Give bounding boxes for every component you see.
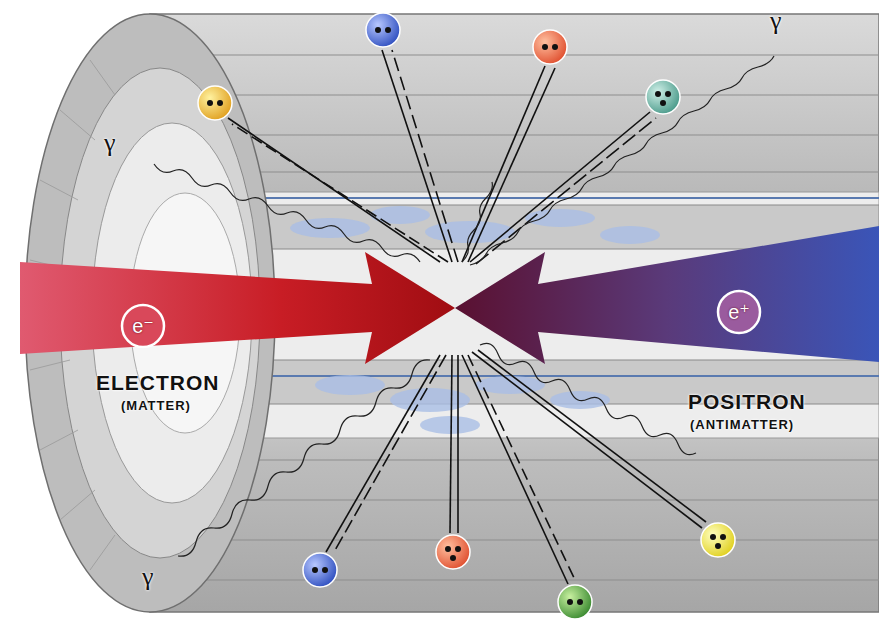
quark-dots xyxy=(445,546,451,552)
particle-tracks xyxy=(334,355,446,552)
detector-body xyxy=(210,134,879,135)
particle-tracks xyxy=(478,350,706,522)
particle-balls xyxy=(646,80,680,114)
circle-shape xyxy=(122,305,164,347)
beam-arrows xyxy=(20,252,455,364)
quark-dots xyxy=(312,567,318,573)
particle-balls xyxy=(558,585,592,619)
quark-dots xyxy=(375,27,381,33)
particle-tracks xyxy=(392,50,458,262)
particle-tracks xyxy=(232,124,448,262)
particle-kind: (ANTIMATTER) xyxy=(690,417,794,432)
particle-balls xyxy=(436,535,470,569)
gamma-label: γ xyxy=(104,128,116,158)
gamma-waves xyxy=(462,182,492,262)
particle-tracks xyxy=(468,355,576,582)
detector-body xyxy=(210,499,879,500)
quark-dots xyxy=(665,91,671,97)
inner-tracker-swirls xyxy=(525,209,595,227)
positron-circle: e⁺ xyxy=(716,289,762,335)
particle-tracks xyxy=(470,112,650,262)
gamma-label: γ xyxy=(142,562,154,592)
particle-balls xyxy=(198,86,232,120)
inner-tracker-swirls xyxy=(290,218,370,238)
end-cap xyxy=(90,60,115,95)
quark-dots xyxy=(207,100,213,106)
particle-tracks xyxy=(468,68,555,262)
quark-dots xyxy=(710,534,716,540)
detector-body xyxy=(200,94,879,95)
inner-tracker-swirls xyxy=(425,221,515,243)
inner-tracker-swirls xyxy=(600,226,660,244)
particle-name: ELECTRON xyxy=(96,371,220,395)
particle-tracks xyxy=(462,355,568,584)
particle-tracks xyxy=(450,355,452,533)
inner-tracker-swirls xyxy=(420,416,480,434)
circle-shape xyxy=(718,291,760,333)
end-cap xyxy=(60,110,95,140)
detector-body xyxy=(200,539,879,540)
quark-dots xyxy=(660,100,666,106)
text-holder: e⁺ xyxy=(716,289,762,335)
quark-dots xyxy=(217,100,223,106)
quark-dots xyxy=(720,534,726,540)
particle-name: POSITRON xyxy=(688,390,806,414)
particle-tracks xyxy=(476,118,656,264)
particle-tracks xyxy=(228,118,440,262)
quark-dots xyxy=(450,555,456,561)
end-cap xyxy=(90,535,115,570)
end-cap xyxy=(40,180,78,200)
particle-balls xyxy=(366,13,400,47)
end-cap xyxy=(40,430,78,450)
detector-body xyxy=(220,459,879,460)
particle-tracks xyxy=(326,355,440,552)
detector-body xyxy=(200,579,879,580)
inner-tracker-swirls xyxy=(315,375,385,395)
particle-balls xyxy=(533,30,567,64)
quark-dots xyxy=(552,44,558,50)
particle-tracks xyxy=(462,66,545,262)
end-cap xyxy=(60,490,95,520)
particle-balls xyxy=(303,553,337,587)
end-cap xyxy=(30,360,70,370)
particle-tracks xyxy=(472,352,702,528)
detector-body xyxy=(220,171,879,172)
particle-symbol: e⁺ xyxy=(728,300,750,324)
text-holder: e⁻ xyxy=(120,303,166,349)
quark-dots xyxy=(322,567,328,573)
electron-circle: e⁻ xyxy=(120,303,166,349)
quark-dots xyxy=(715,543,721,549)
particle-kind: (MATTER) xyxy=(121,398,191,413)
quark-dots xyxy=(385,27,391,33)
particle-balls xyxy=(701,523,735,557)
gamma-waves xyxy=(470,56,774,265)
particle-tracks xyxy=(382,50,452,262)
beam-arrows xyxy=(455,226,879,364)
gamma-waves xyxy=(480,343,696,454)
beam-arrows xyxy=(20,226,879,364)
quark-dots xyxy=(542,44,548,50)
gamma-label: γ xyxy=(770,6,782,36)
quark-dots xyxy=(567,599,573,605)
particle-symbol: e⁻ xyxy=(132,314,154,338)
quark-dots xyxy=(455,546,461,552)
quark-dots xyxy=(655,91,661,97)
gamma-waves xyxy=(154,164,420,262)
quark-dots xyxy=(577,599,583,605)
detector-body xyxy=(235,197,879,199)
particle-tracks xyxy=(457,355,459,533)
